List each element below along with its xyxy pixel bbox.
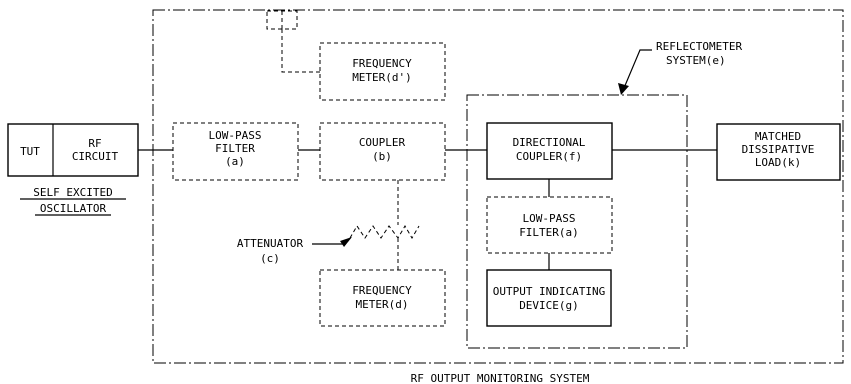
attenuator-arrowhead (340, 237, 352, 247)
tut-label: TUT (20, 145, 40, 158)
oscillator-label-1: SELF EXCITED (33, 186, 112, 199)
low-pass-filter-label-2: FILTER (215, 142, 255, 155)
frequency-meter-top-label-2: METER(d') (352, 71, 412, 84)
output-indicating-device-box (486, 269, 612, 327)
frequency-meter-bottom-label-2: METER(d) (356, 298, 409, 311)
output-indicating-label-2: DEVICE(g) (519, 299, 579, 312)
reflectometer-label-2: SYSTEM(e) (666, 54, 726, 67)
frequency-meter-top-label-1: FREQUENCY (352, 57, 412, 70)
directional-coupler-label-1: DIRECTIONAL (513, 136, 586, 149)
attenuator-zigzag (349, 225, 420, 239)
monitoring-system-boundary (152, 9, 844, 364)
coupler-label-2: (b) (372, 150, 392, 163)
frequency-meter-top-connector (281, 29, 320, 73)
inner-low-pass-filter-box (486, 196, 613, 254)
attenuator-label-2: (c) (260, 252, 280, 265)
rf-circuit-label-2: CIRCUIT (72, 150, 119, 163)
matched-load-box (716, 123, 841, 181)
attenuator-label-1: ATTENUATOR (237, 237, 304, 250)
inner-low-pass-filter-label-1: LOW-PASS (523, 212, 576, 225)
directional-coupler-label-2: COUPLER(f) (516, 150, 582, 163)
oscillator-label-2: OSCILLATOR (40, 202, 107, 215)
frequency-meter-bottom-label-1: FREQUENCY (352, 284, 412, 297)
coupler-label-1: COUPLER (359, 136, 406, 149)
low-pass-filter-label-3: (a) (225, 155, 245, 168)
low-pass-filter-label-1: LOW-PASS (209, 129, 262, 142)
matched-load-label-1: MATCHED (755, 130, 801, 143)
reflectometer-arrowhead (618, 83, 629, 95)
monitoring-system-label: RF OUTPUT MONITORING SYSTEM (411, 372, 590, 384)
inner-low-pass-filter-label-2: FILTER(a) (519, 226, 579, 239)
output-indicating-label-1: OUTPUT INDICATING (493, 285, 606, 298)
reflectometer-label-1: REFLECTOMETER (656, 40, 742, 53)
reflectometer-system-boundary (466, 94, 688, 349)
matched-load-label-2: DISSIPATIVE (742, 143, 815, 156)
rf-circuit-label-1: RF (88, 137, 101, 150)
matched-load-label-3: LOAD(k) (755, 156, 801, 169)
reflectometer-leader-line (623, 49, 652, 89)
